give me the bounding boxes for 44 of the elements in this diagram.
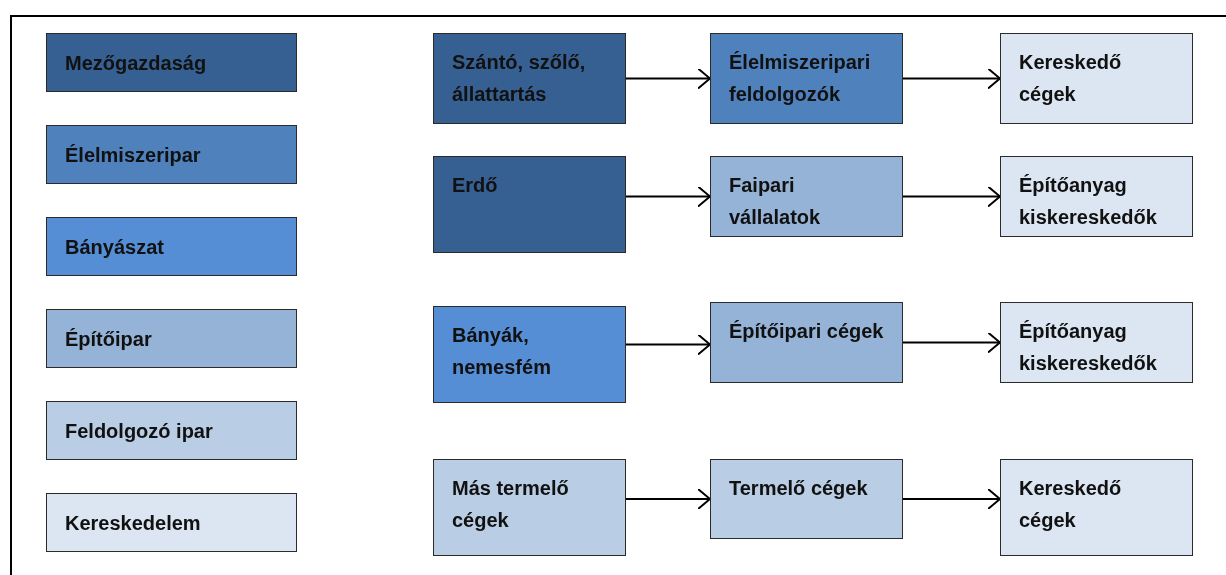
box-label: Építőipar [65,326,153,352]
box-label: Feldolgozó ipar [65,418,214,444]
arrow [902,331,1001,354]
process-box [1000,156,1193,237]
box-label: Kereskedő cégek [1019,476,1123,533]
process-box [433,459,626,556]
legend-box [46,401,297,460]
arrow [902,67,1001,90]
process-box [710,302,903,383]
arrow [625,333,711,356]
box-label: Szántó, szőlő, állattartás [452,50,587,107]
legend-box [46,493,297,552]
arrow [902,488,1001,510]
arrow [625,488,711,510]
legend-box [46,309,297,368]
box-label: Építőipari cégek [729,319,884,344]
process-box [433,156,626,253]
box-label: Faipari vállalatok [729,173,822,230]
process-box [710,156,903,237]
box-label: Kereskedő cégek [1019,50,1123,107]
arrow [625,67,711,90]
process-box [433,33,626,124]
box-label: Bányászat [65,234,165,260]
box-label: Erdő [452,173,499,198]
legend-box [46,217,297,276]
legend-box [46,125,297,184]
box-label: Építőanyag kiskereskedők [1019,319,1158,376]
box-label: Építőanyag kiskereskedők [1019,173,1158,230]
arrow [625,185,711,208]
box-label: Mezőgazdaság [65,50,208,76]
box-label: Kereskedelem [65,510,202,536]
box-label: Élelmiszeripar [65,142,202,168]
box-label: Élelmiszeripari feldolgozók [729,50,872,107]
legend-box [46,33,297,92]
process-box [1000,459,1193,556]
process-box [710,459,903,539]
process-box [433,306,626,403]
arrow [902,185,1001,208]
box-label: Termelő cégek [729,476,869,501]
process-box [710,33,903,124]
process-box [1000,33,1193,124]
process-box [1000,302,1193,383]
box-label: Bányák, nemesfém [452,323,552,380]
box-label: Más termelő cégek [452,476,570,533]
